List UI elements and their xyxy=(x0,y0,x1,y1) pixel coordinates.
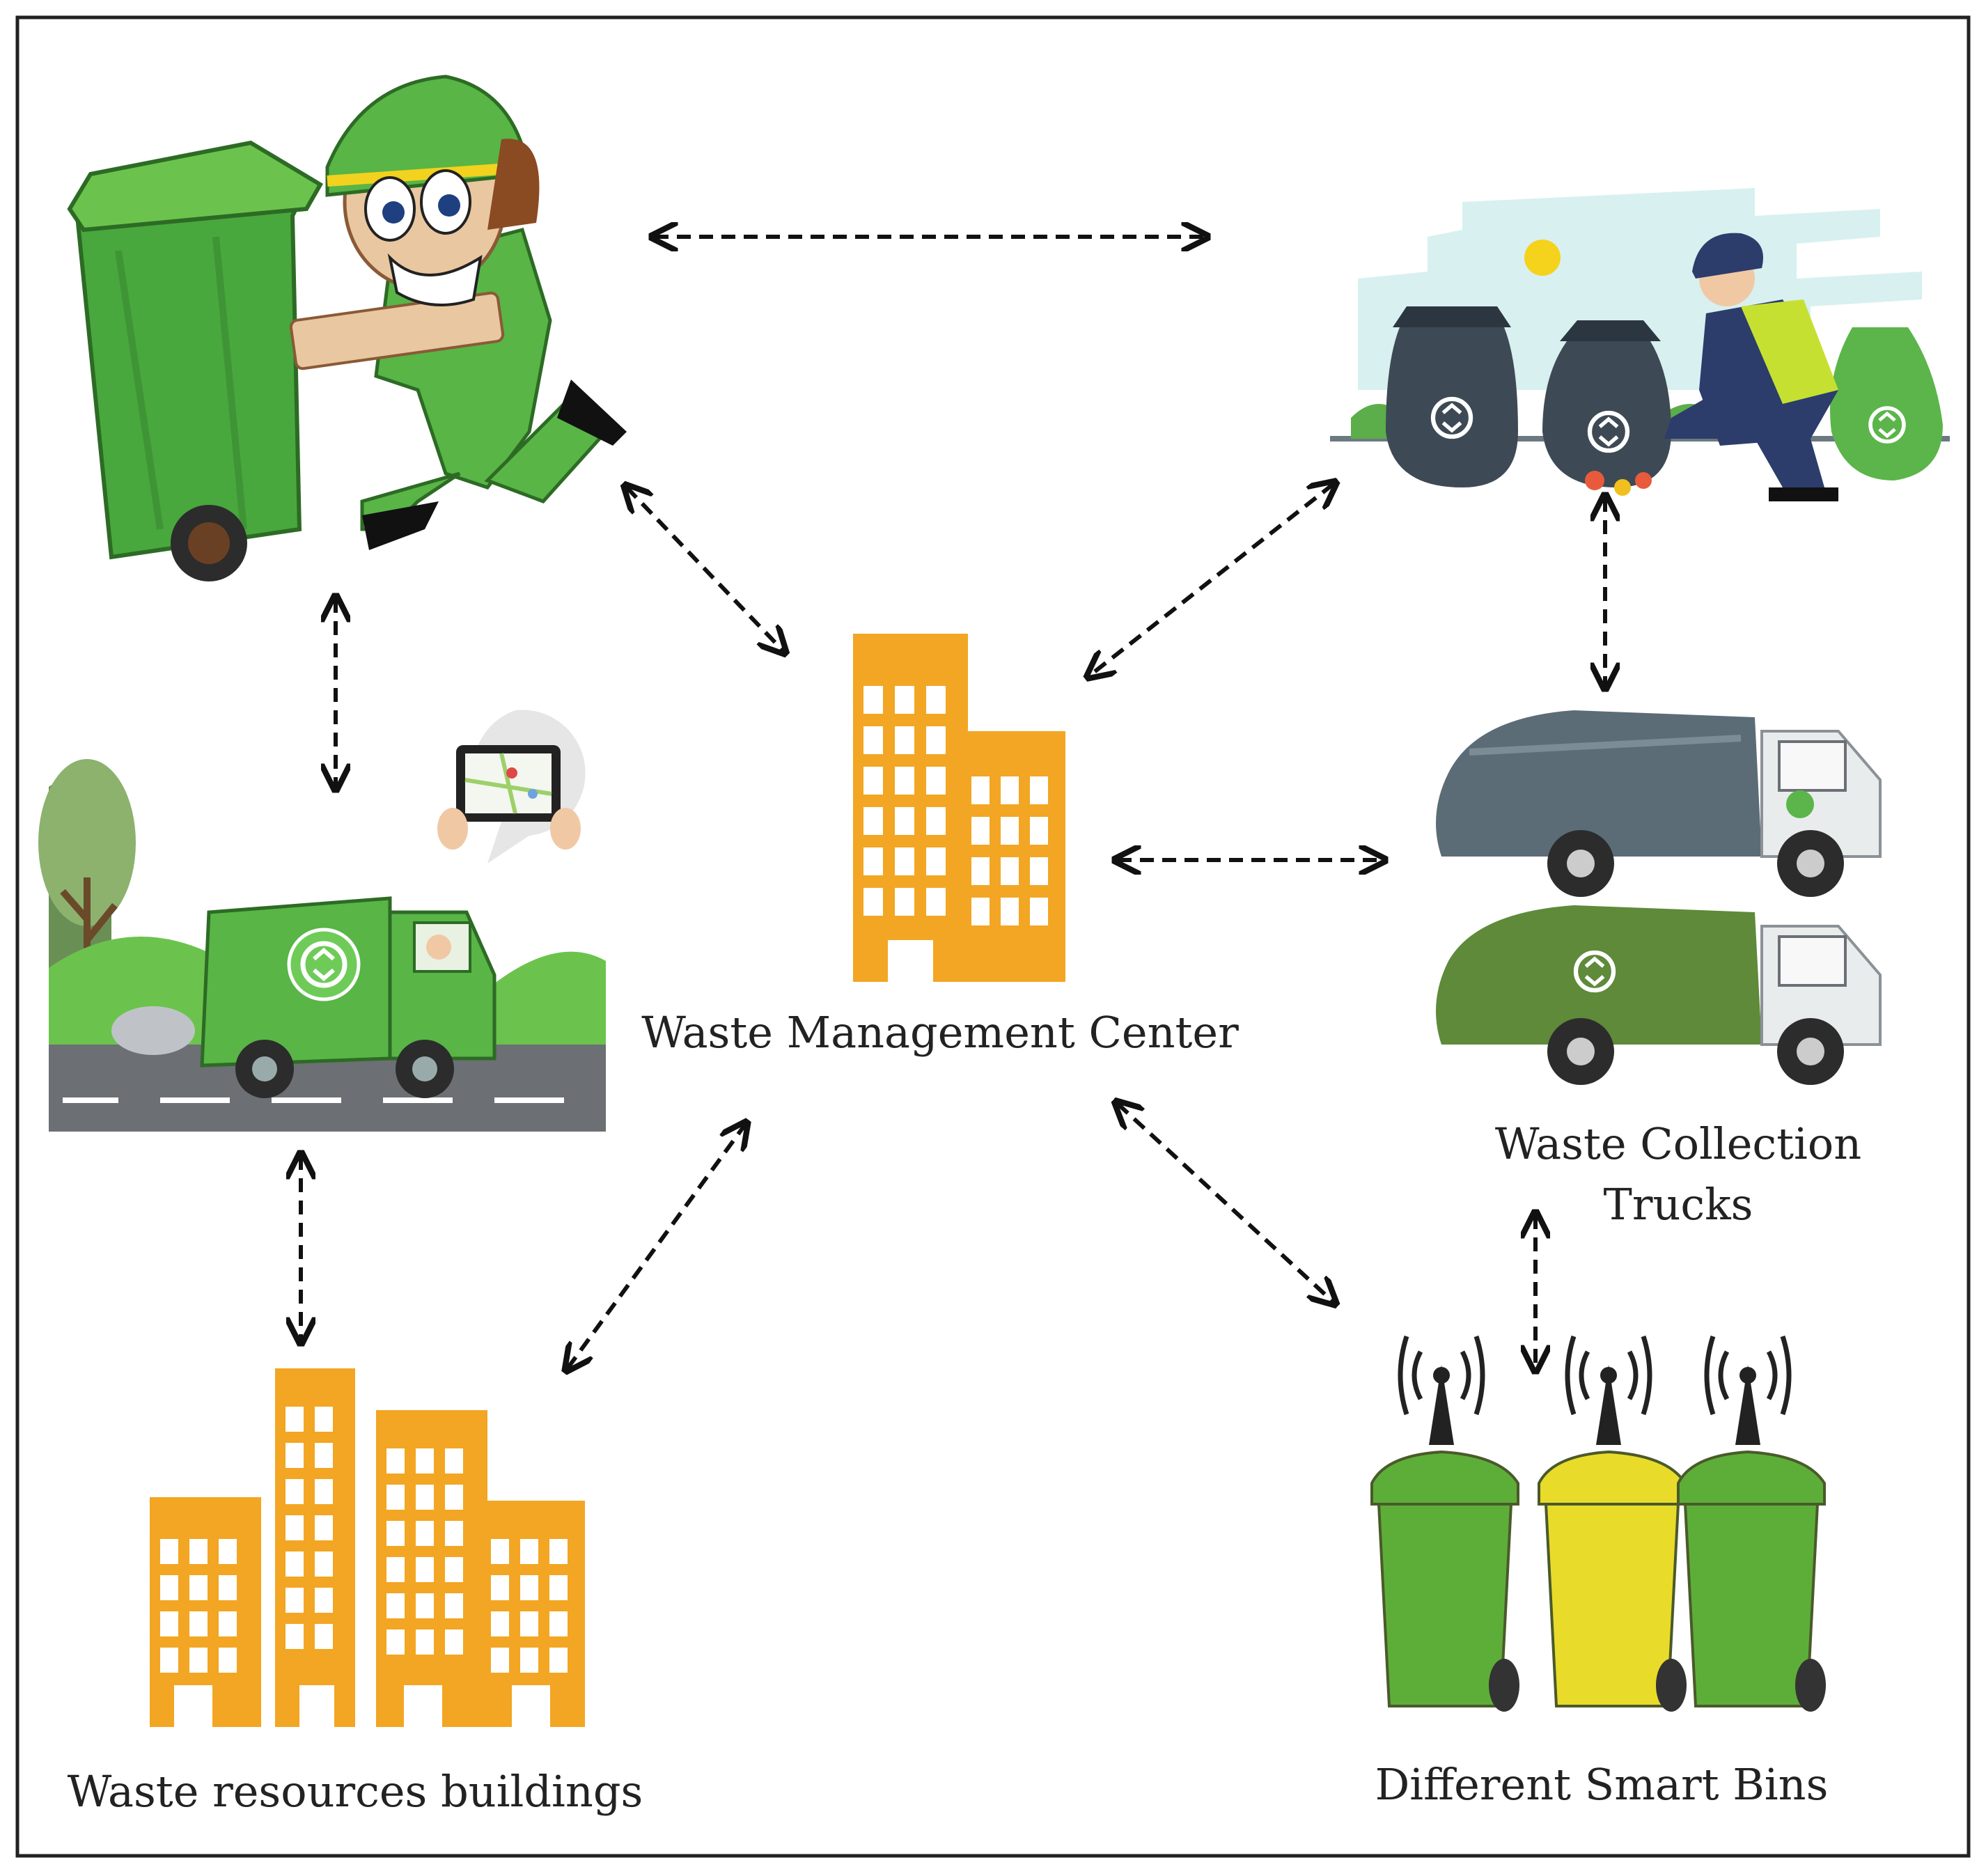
arrow-worker-center xyxy=(627,487,783,651)
center-building-icon xyxy=(853,634,1065,982)
resource-buildings-icon xyxy=(150,1368,585,1727)
waste-sorting-worker-icon xyxy=(1330,188,1950,501)
garbage-truck-road-icon xyxy=(38,759,606,1132)
smart-bin xyxy=(1538,1335,1687,1712)
worker-with-bin-icon xyxy=(67,75,627,581)
arrow-buildings-center xyxy=(568,1125,745,1368)
buildings-label: Waste resources buildings xyxy=(67,1766,643,1817)
collection-trucks-icon xyxy=(1436,710,1882,1085)
bins-label: Different Smart Bins xyxy=(1375,1759,1829,1810)
tablet-map-icon xyxy=(437,710,586,863)
smart-bin xyxy=(1370,1335,1519,1712)
antenna-icon xyxy=(1596,1365,1621,1445)
arrow-center-bins xyxy=(1118,1104,1334,1302)
smart-bins-icon xyxy=(1370,1335,1826,1712)
center-label: Waste Management Center xyxy=(641,1007,1239,1058)
antenna-icon xyxy=(1735,1365,1760,1445)
trucks-label: Waste Collection Trucks xyxy=(1494,1118,1862,1230)
connection-arrows xyxy=(301,237,1605,1368)
antenna-icon xyxy=(1429,1365,1454,1445)
arrow-sorter-center xyxy=(1090,484,1334,675)
outer-frame xyxy=(15,15,1971,1858)
smart-bin xyxy=(1677,1335,1826,1712)
